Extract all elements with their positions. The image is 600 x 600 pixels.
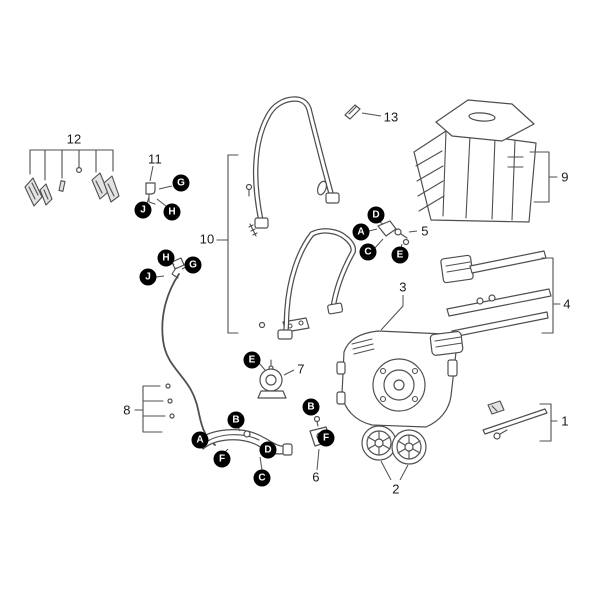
part-mower-deck-3: [336, 295, 464, 428]
badge-f-12: F: [317, 429, 335, 447]
part-motor-7: [257, 359, 295, 399]
badge-a-14: A: [191, 431, 209, 449]
callout-10: 10: [199, 231, 215, 247]
badge-h-2: H: [163, 203, 181, 221]
callout-5: 5: [421, 223, 429, 239]
callout-1: 1: [561, 413, 569, 429]
part-blade-kit-12: [24, 149, 120, 207]
callout-3: 3: [399, 279, 407, 295]
callout-4: 4: [563, 296, 571, 312]
badge-c-17: C: [253, 469, 271, 487]
part-handle-hardware-5: [368, 220, 418, 250]
callout-7: 7: [297, 361, 305, 377]
part-upper-handle: [252, 96, 340, 229]
part-lever-assembly-4: [440, 250, 561, 338]
callout-2: 2: [392, 481, 400, 497]
part-clip-11: [145, 165, 173, 207]
part-axle-kit-1: [482, 400, 558, 442]
badge-d-15: D: [259, 441, 277, 459]
badge-d-6: D: [367, 206, 385, 224]
badge-e-9: E: [391, 246, 409, 264]
badge-b-11: B: [302, 398, 320, 416]
badge-b-13: B: [227, 411, 245, 429]
badge-g-0: G: [172, 174, 190, 192]
part-lower-handle: [277, 228, 356, 340]
part-wheels-2: [361, 425, 427, 481]
part-pin-13: [344, 104, 382, 120]
callout-13: 13: [383, 109, 399, 125]
part-handle-hardware-10: [216, 154, 310, 334]
callout-8: 8: [123, 402, 131, 418]
callout-6: 6: [312, 469, 320, 485]
badge-a-7: A: [352, 223, 370, 241]
callout-11: 11: [148, 151, 162, 167]
badge-g-4: G: [184, 256, 202, 274]
badge-h-3: H: [157, 249, 175, 267]
callout-9: 9: [561, 169, 569, 185]
part-grass-bag: [413, 99, 558, 223]
callout-12: 12: [66, 131, 82, 147]
badge-f-16: F: [213, 450, 231, 468]
badge-e-10: E: [243, 351, 261, 369]
badge-j-1: J: [134, 201, 152, 219]
badge-j-5: J: [139, 268, 157, 286]
badge-c-8: C: [359, 243, 377, 261]
